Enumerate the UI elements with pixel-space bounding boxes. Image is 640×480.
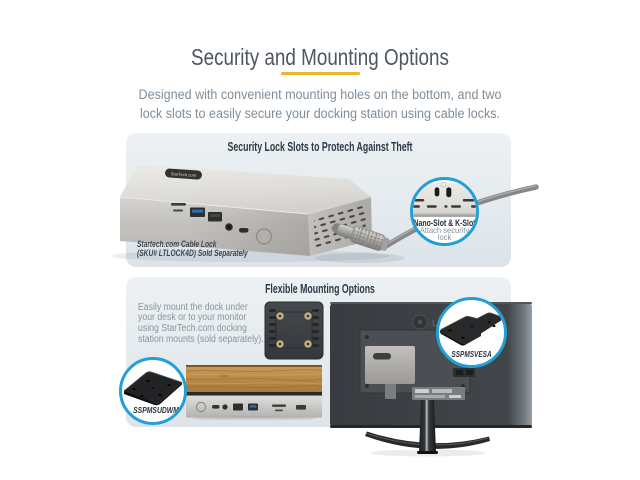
startech-logo-badge: StarTech.com [165, 168, 202, 180]
under-desk-mount-callout: SSPMSUDWM [119, 357, 187, 425]
monitor-label-sticker [412, 387, 465, 400]
mounting-description: Easily mount the dock under your desk or… [138, 301, 264, 345]
lock-slots-zoom-graphic [413, 181, 476, 217]
svg-text:StarTech.com: StarTech.com [171, 171, 197, 178]
docking-station-with-lock-photo: StarTech.com [110, 165, 539, 263]
monitor-stand [365, 400, 490, 457]
vesa-plate-screws [275, 311, 313, 349]
cable-lock [331, 223, 390, 251]
under-desk-callout-label: SSPMSUDWM [132, 405, 179, 415]
mounting-panel-heading: Flexible Mounting Options [265, 282, 375, 296]
security-panel-heading: Security Lock Slots to Protech Against T… [227, 140, 413, 154]
lock-slots-callout-title: Nano-Slot & K-Slot [413, 217, 476, 228]
page-title: Security and Mounting Options [191, 43, 449, 70]
cable-lock-caption: Startech.com Cable Lock (SKU# LTLOCK4D) … [137, 239, 248, 260]
monitor-mount-bracket [365, 346, 415, 399]
monitor-rear-photo: LG [330, 302, 532, 457]
vesa-mount-callout: SSPMSVESA [436, 297, 507, 368]
title-underline [281, 72, 360, 75]
vesa-mount-plate-graphic [439, 312, 504, 346]
vesa-mount-plate-photo [264, 301, 324, 360]
page-subtitle: Designed with convenient mounting holes … [138, 87, 502, 121]
under-desk-dock-ports [195, 401, 306, 413]
vesa-callout-label: SSPMSVESA [451, 348, 492, 359]
under-desk-plate-graphic [123, 371, 183, 406]
under-desk-mount-photo [185, 365, 323, 420]
lock-slots-callout-subtitle: Attach security lock [419, 224, 470, 243]
dock-front-ports [171, 203, 273, 245]
lock-slots-callout: Nano-Slot & K-Slot Attach security lock [410, 176, 479, 246]
